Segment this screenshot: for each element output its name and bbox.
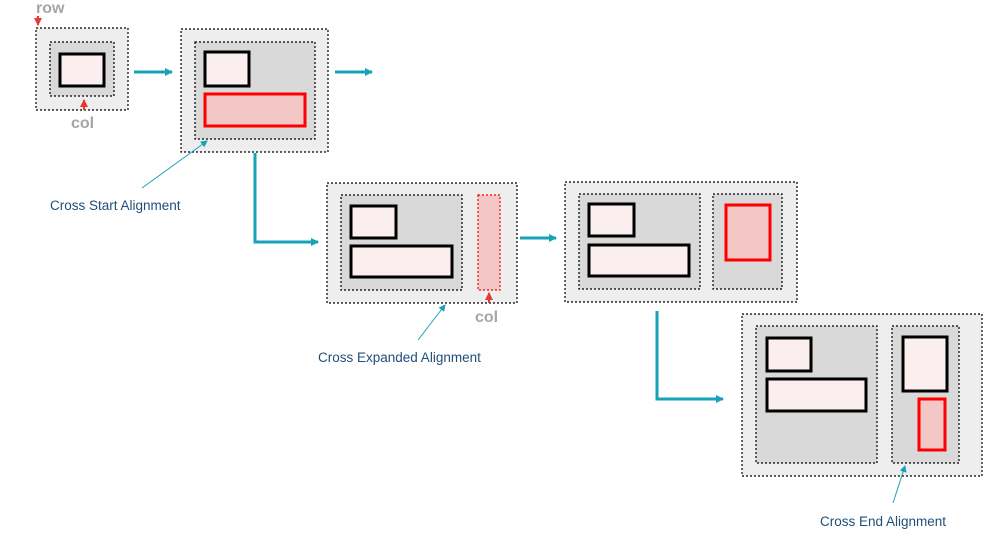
- stage3-new-col-container: [477, 194, 501, 291]
- col-marker-label-1: col: [71, 115, 94, 132]
- stage5-child-box-tall: [901, 335, 949, 393]
- row-marker-label: row: [36, 0, 65, 17]
- stage3-child-box-wide: [349, 244, 454, 279]
- stage-cross-start: [180, 28, 329, 153]
- stage5-child-box-small: [765, 336, 813, 373]
- stage-cross-end: [741, 313, 983, 477]
- stage4-child-box-small: [587, 202, 636, 238]
- stage-cross-expanded: [326, 182, 518, 304]
- stage3-child-box-small: [349, 204, 398, 240]
- cross-start-caption: Cross Start Alignment: [50, 198, 181, 213]
- col-marker-label-2: col: [475, 309, 498, 326]
- stage2-child-box: [203, 50, 251, 88]
- cross-expanded-pointer: [417, 304, 446, 341]
- stage5-child-box-wide: [765, 377, 868, 413]
- stage4-new-child-box: [724, 203, 772, 262]
- flow-arrow-3: [253, 153, 319, 246]
- flow-arrow-5: [655, 311, 724, 403]
- stage-initial: [35, 27, 129, 111]
- stage4-child-box-wide: [587, 243, 691, 278]
- cross-end-pointer: [892, 465, 907, 504]
- cross-expanded-caption: Cross Expanded Alignment: [318, 350, 481, 365]
- cross-start-pointer: [141, 140, 208, 189]
- stage1-child-box: [58, 52, 106, 88]
- stage5-new-child-box: [917, 397, 947, 452]
- stage-populated: [564, 181, 798, 303]
- cross-end-caption: Cross End Alignment: [820, 514, 946, 529]
- stage2-new-child-box: [203, 92, 307, 128]
